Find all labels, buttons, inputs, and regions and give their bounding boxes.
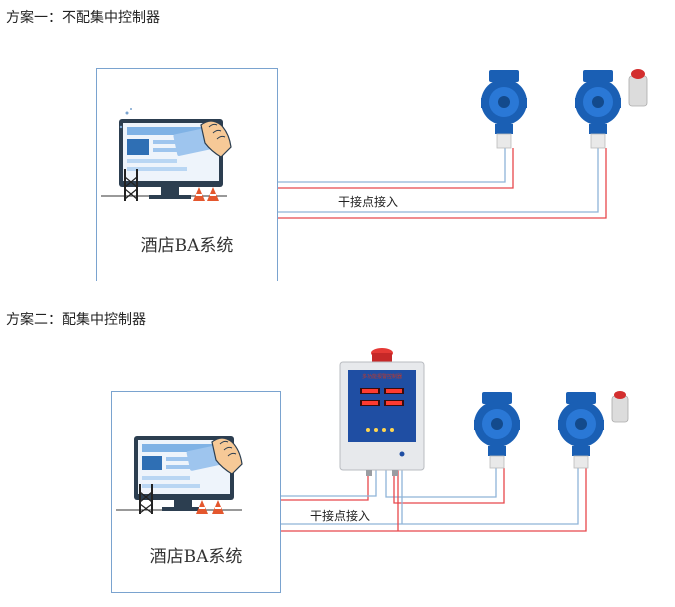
scheme2-heading: 方案二：配集中控制器 — [6, 312, 146, 328]
wire-s2-blue-ba — [279, 470, 377, 497]
ba-system-box-scheme1: 酒店BA系统 — [96, 68, 278, 281]
hand-card-icon — [186, 437, 243, 475]
computer-monitor-icon — [116, 436, 243, 514]
traffic-cone-icon — [196, 500, 224, 514]
wire-s2-blue-d2 — [279, 468, 579, 525]
wire-s1-red-1 — [277, 148, 514, 189]
scaffold-icon — [124, 169, 138, 201]
wire-s1-blue-2 — [277, 148, 599, 213]
wire-s1-red-2 — [277, 148, 607, 219]
wire-s2-red-d2 — [279, 468, 587, 532]
computer-monitor-icon — [101, 108, 232, 201]
dry-contact-label-scheme1: 干接点接入 — [338, 195, 399, 209]
scheme1-heading: 方案一：不配集中控制器 — [6, 10, 160, 26]
wire-s2-blue-d1 — [385, 468, 497, 498]
hand-card-icon — [173, 120, 232, 158]
wire-s2-red-d1 — [393, 468, 505, 504]
wire-s1-blue-1 — [277, 148, 506, 183]
dry-contact-label-scheme2: 干接点接入 — [310, 509, 371, 523]
ba-system-label: 酒店BA系统 — [149, 547, 243, 567]
traffic-cone-icon — [193, 187, 219, 201]
scaffold-icon — [139, 484, 153, 514]
wire-s2-red-ba — [279, 470, 369, 501]
ba-system-label: 酒店BA系统 — [140, 236, 234, 256]
ba-system-box-scheme2: 酒店BA系统 — [111, 391, 281, 593]
